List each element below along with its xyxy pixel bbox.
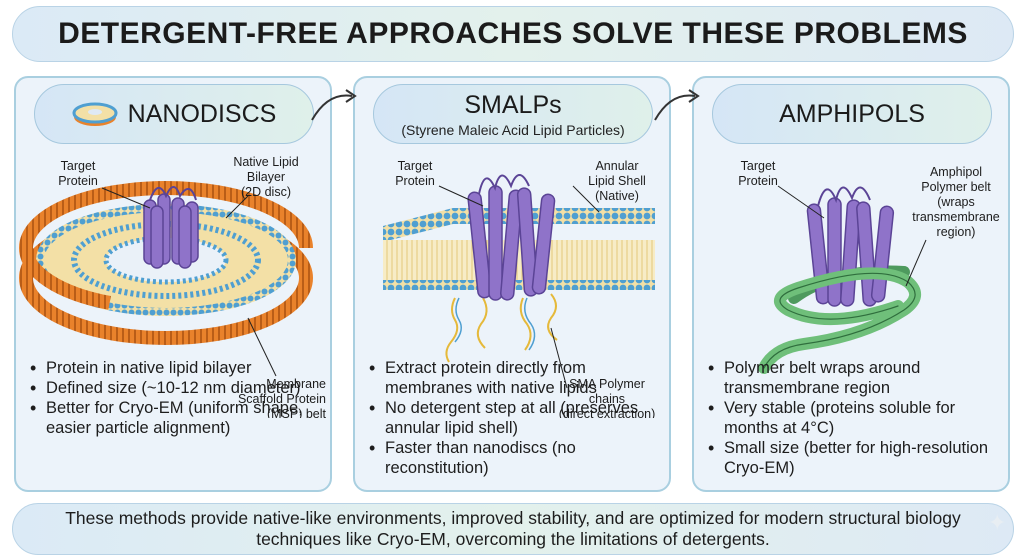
panel-header-nanodiscs: NANODISCS: [34, 84, 314, 144]
list-item: Extract protein directly from membranes …: [369, 358, 665, 398]
panel-smalps: SMALPs (Styrene Maleic Acid Lipid Partic…: [353, 76, 671, 492]
curved-arrow-icon: [311, 89, 357, 121]
bullet-list: Polymer belt wraps around transmembrane …: [708, 358, 1004, 478]
sma-chains: [445, 293, 558, 363]
panel-header-smalps: SMALPs (Styrene Maleic Acid Lipid Partic…: [373, 84, 653, 144]
curved-arrow-icon: [654, 89, 700, 121]
list-item: Small size (better for high-resolution C…: [708, 438, 1004, 478]
list-item: Protein in native lipid bilayer: [30, 358, 326, 378]
nanodisc-icon: [72, 102, 118, 126]
panel-title: NANODISCS: [127, 99, 277, 128]
panel-nanodiscs: NANODISCS: [14, 76, 332, 492]
list-item: No detergent step at all (preserves annu…: [369, 398, 665, 438]
footer-text: These methods provide native-like enviro…: [65, 508, 961, 549]
bullet-list: Protein in native lipid bilayer Defined …: [30, 358, 326, 438]
panel-title: SMALPs: [464, 90, 562, 119]
target-protein: [143, 186, 199, 269]
target-protein: [806, 186, 895, 307]
list-item: Defined size (~10-12 nm diameter): [30, 378, 326, 398]
panel-subtitle: (Styrene Maleic Acid Lipid Particles): [401, 121, 625, 138]
list-item: Very stable (proteins soluble for months…: [708, 398, 1004, 438]
footer-banner: These methods provide native-like enviro…: [12, 503, 1014, 555]
amphipol-belt: [758, 267, 921, 374]
title-banner: DETERGENT-FREE APPROACHES SOLVE THESE PR…: [12, 6, 1014, 62]
panel-title: AMPHIPOLS: [779, 99, 925, 128]
list-item: Better for Cryo-EM (uniform shape, easie…: [30, 398, 326, 438]
page-title: DETERGENT-FREE APPROACHES SOLVE THESE PR…: [58, 17, 968, 50]
list-item: Polymer belt wraps around transmembrane …: [708, 358, 1004, 398]
sparkle-icon: ✦: [988, 510, 1007, 535]
list-item: Faster than nanodiscs (no reconstitution…: [369, 438, 665, 478]
panel-header-amphipols: AMPHIPOLS: [712, 84, 992, 144]
bullet-list: Extract protein directly from membranes …: [369, 358, 665, 478]
target-protein: [467, 174, 556, 301]
